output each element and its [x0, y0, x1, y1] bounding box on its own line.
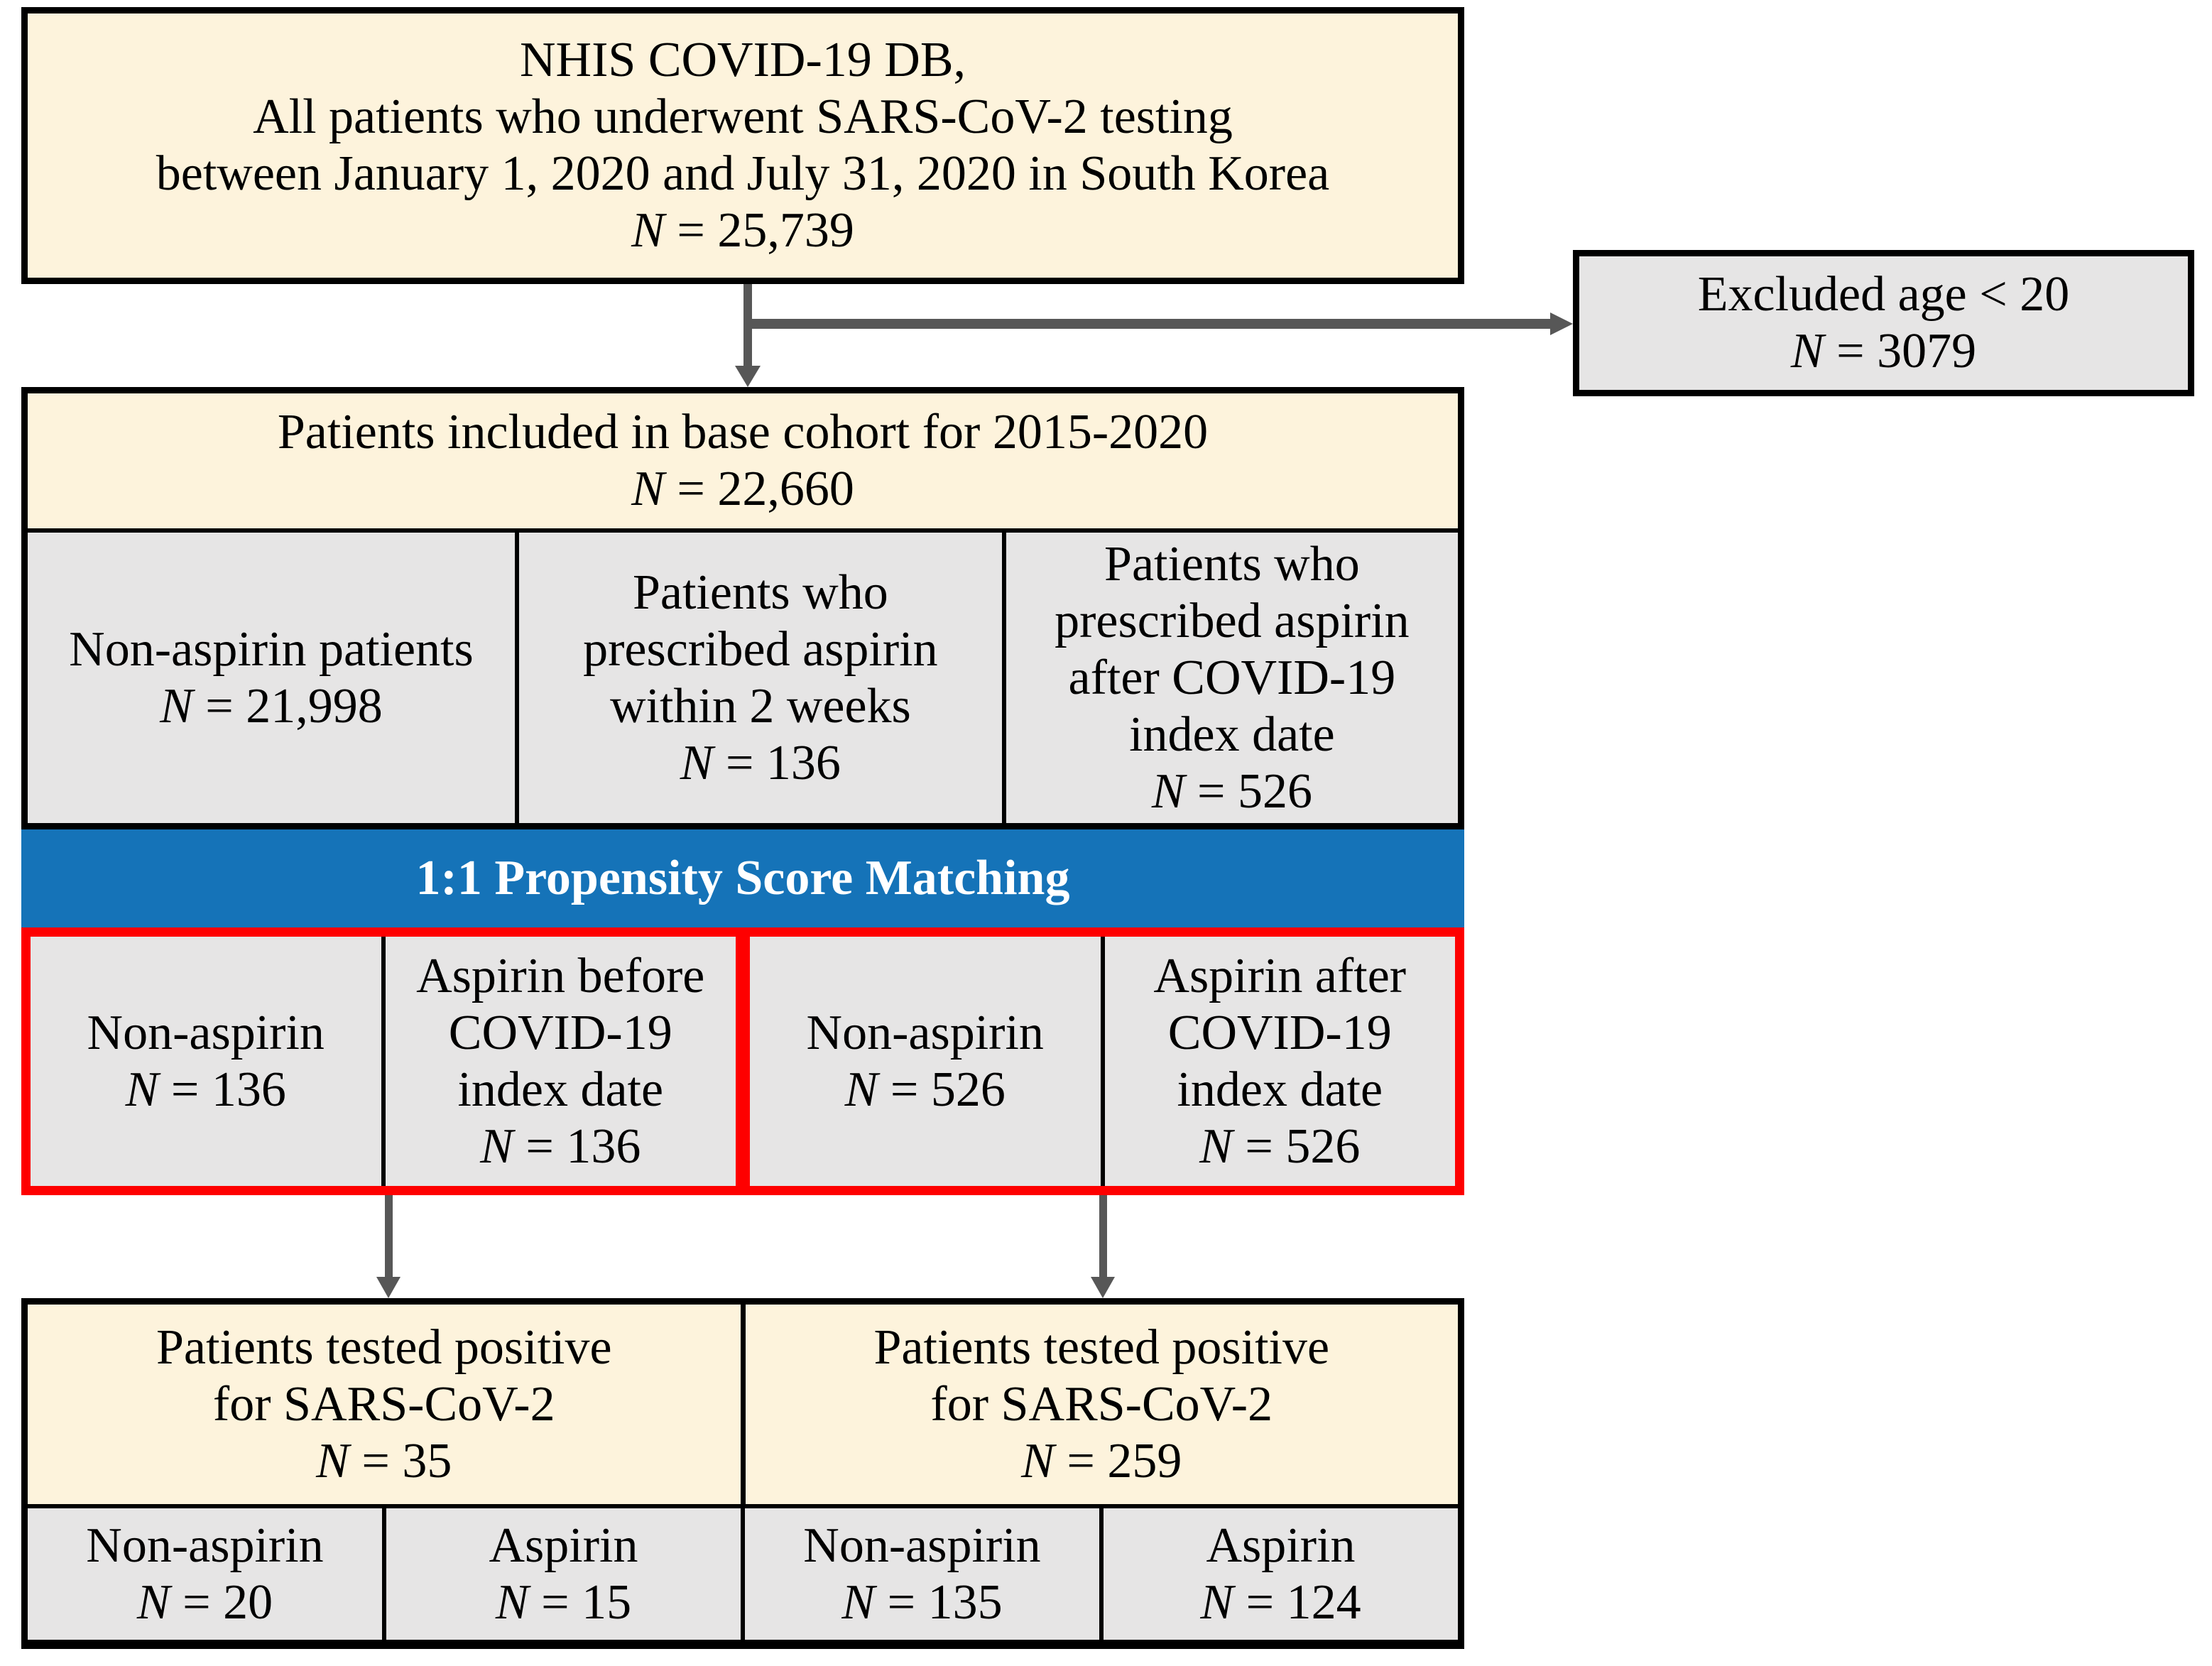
matched-divider-black-2: [1100, 937, 1105, 1186]
matched-non-aspirin-526-cell: Non-aspirin N = 526: [750, 937, 1101, 1186]
matched-aspirin-after-text: Aspirin after COVID-19 index date: [1153, 948, 1407, 1117]
positive-non-aspirin-135-n: N = 135: [841, 1574, 1003, 1630]
arrow-down-to-base-cohort-head: [735, 366, 761, 387]
positive-right-n: N = 259: [1021, 1433, 1182, 1488]
arrow-right-to-excluded-head: [1550, 312, 1573, 335]
matched-aspirin-after-n: N = 526: [1199, 1118, 1361, 1174]
matched-non-aspirin-526-text: Non-aspirin: [806, 1005, 1044, 1060]
base-cohort-n: N = 22,660: [631, 462, 854, 516]
matched-aspirin-after-cell: Aspirin after COVID-19 index date N = 52…: [1104, 937, 1455, 1186]
matched-divider-red: [736, 937, 750, 1186]
positive-center-divider: [740, 1305, 746, 1504]
aspirin-after-index-text: Patients who prescribed aspirin after CO…: [1055, 536, 1410, 762]
cohort-divider-1: [514, 533, 519, 823]
source-box: NHIS COVID-19 DB, All patients who under…: [21, 7, 1464, 284]
arrow-down-left-shaft: [385, 1195, 393, 1277]
positive-left-box: Patients tested positive for SARS-CoV-2 …: [28, 1305, 741, 1504]
matched-aspirin-before-text: Aspirin before COVID-19 index date: [416, 948, 705, 1117]
non-aspirin-patients-n: N = 21,998: [160, 678, 383, 734]
positive-non-aspirin-20-text: Non-aspirin: [86, 1518, 324, 1573]
aspirin-after-index-cell: Patients who prescribed aspirin after CO…: [1006, 533, 1458, 823]
positive-right-text: Patients tested positive for SARS-CoV-2: [873, 1319, 1330, 1432]
positive-aspirin-124-text: Aspirin: [1206, 1518, 1356, 1573]
excluded-box-n: N = 3079: [1790, 324, 1977, 379]
source-box-n: N = 25,739: [631, 203, 854, 258]
matched-non-aspirin-136-text: Non-aspirin: [87, 1005, 325, 1060]
arrow-down-right-shaft: [1099, 1195, 1107, 1277]
positive-non-aspirin-20-n: N = 20: [136, 1574, 273, 1630]
arrow-down-left-head: [376, 1277, 401, 1298]
positive-non-aspirin-135-cell: Non-aspirin N = 135: [745, 1508, 1099, 1640]
positive-right-box: Patients tested positive for SARS-CoV-2 …: [745, 1305, 1458, 1504]
cohort-divider-2: [1001, 533, 1006, 823]
non-aspirin-patients-cell: Non-aspirin patients N = 21,998: [28, 533, 515, 823]
positive-groups-divider-2: [741, 1508, 745, 1640]
aspirin-within-2-weeks-text: Patients who prescribed aspirin within 2…: [583, 565, 938, 734]
matched-aspirin-before-n: N = 136: [480, 1118, 641, 1174]
arrow-right-to-excluded-shaft: [743, 319, 1550, 329]
matched-non-aspirin-136-n: N = 136: [125, 1062, 286, 1117]
positive-aspirin-15-text: Aspirin: [489, 1518, 638, 1573]
matched-aspirin-before-cell: Aspirin before COVID-19 index date N = 1…: [385, 937, 736, 1186]
base-cohort-row-divider: [28, 528, 1458, 533]
aspirin-within-2-weeks-n: N = 136: [680, 735, 841, 790]
aspirin-within-2-weeks-cell: Patients who prescribed aspirin within 2…: [518, 533, 1002, 823]
arrow-down-right-head: [1091, 1277, 1115, 1298]
positive-aspirin-15-n: N = 15: [495, 1574, 632, 1630]
matched-non-aspirin-526-n: N = 526: [844, 1062, 1006, 1117]
excluded-box-text: Excluded age < 20: [1697, 267, 2070, 322]
base-cohort-text: Patients included in base cohort for 201…: [277, 405, 1209, 459]
positive-non-aspirin-20-cell: Non-aspirin N = 20: [28, 1508, 382, 1640]
base-cohort-table: Patients included in base cohort for 201…: [21, 387, 1464, 829]
positive-aspirin-15-cell: Aspirin N = 15: [386, 1508, 741, 1640]
psm-header-label: 1:1 Propensity Score Matching: [415, 851, 1070, 905]
positive-aspirin-124-n: N = 124: [1200, 1574, 1361, 1630]
outcome-row-divider: [28, 1504, 1458, 1508]
base-cohort-box: Patients included in base cohort for 201…: [28, 393, 1458, 528]
positive-left-n: N = 35: [316, 1433, 452, 1488]
positive-groups-row: Non-aspirin N = 20 Aspirin N = 15 Non-as…: [28, 1508, 1458, 1640]
cohort-groups-row: Non-aspirin patients N = 21,998 Patients…: [28, 533, 1458, 823]
positive-groups-divider-3: [1099, 1508, 1104, 1640]
matched-non-aspirin-136-cell: Non-aspirin N = 136: [31, 937, 381, 1186]
aspirin-after-index-n: N = 526: [1151, 763, 1312, 819]
matched-divider-black-1: [381, 937, 386, 1186]
positive-groups-divider-1: [382, 1508, 386, 1640]
excluded-box: Excluded age < 20 N = 3079: [1573, 250, 2194, 396]
positive-non-aspirin-135-text: Non-aspirin: [803, 1518, 1041, 1573]
positive-row: Patients tested positive for SARS-CoV-2 …: [28, 1305, 1458, 1504]
matched-section: Non-aspirin N = 136 Aspirin before COVID…: [21, 927, 1464, 1195]
psm-header-bar: 1:1 Propensity Score Matching: [21, 829, 1464, 927]
non-aspirin-patients-text: Non-aspirin patients: [69, 621, 474, 677]
source-box-text: NHIS COVID-19 DB, All patients who under…: [156, 33, 1330, 201]
outcome-table: Patients tested positive for SARS-CoV-2 …: [21, 1298, 1464, 1649]
positive-aspirin-124-cell: Aspirin N = 124: [1104, 1508, 1458, 1640]
positive-left-text: Patients tested positive for SARS-CoV-2: [156, 1319, 612, 1432]
